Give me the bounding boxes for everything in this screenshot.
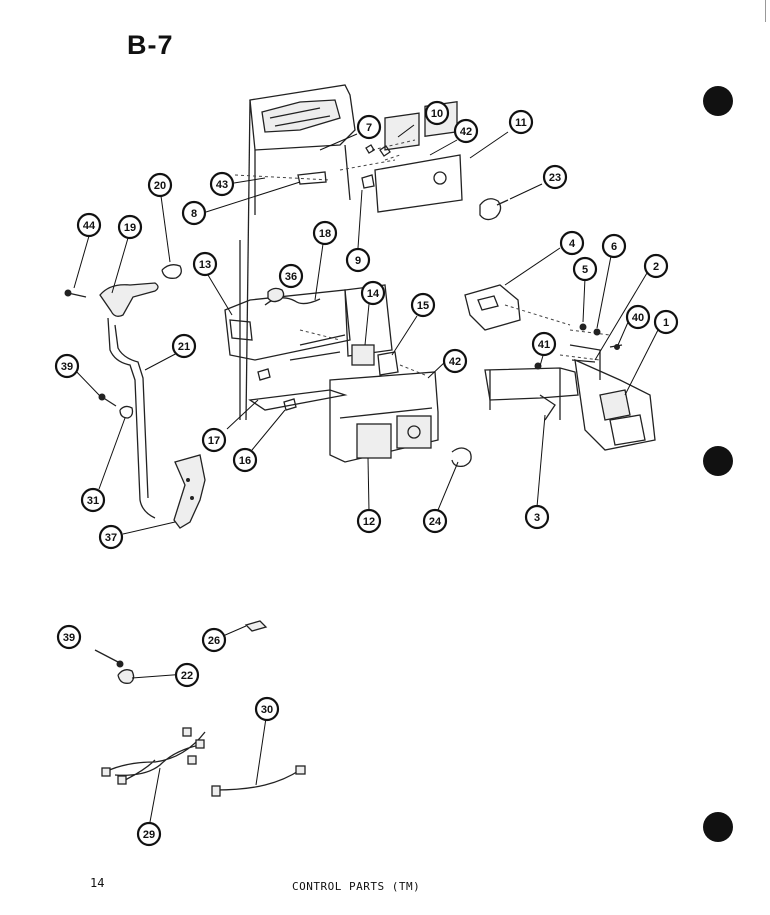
svg-text:29: 29 — [143, 829, 155, 841]
callout-19: 19 — [117, 214, 143, 240]
svg-text:19: 19 — [124, 222, 136, 234]
callout-22: 22 — [174, 662, 200, 688]
svg-text:21: 21 — [178, 341, 190, 353]
callout-24: 24 — [422, 508, 448, 534]
callout-18: 18 — [312, 220, 338, 246]
svg-text:17: 17 — [208, 435, 220, 447]
svg-text:18: 18 — [319, 228, 331, 240]
callout-20: 20 — [147, 172, 173, 198]
callout-16: 16 — [232, 447, 258, 473]
svg-text:26: 26 — [208, 635, 220, 647]
svg-text:9: 9 — [355, 255, 361, 267]
callout-2: 2 — [643, 253, 669, 279]
ring-24 — [451, 447, 472, 468]
callout-41: 41 — [531, 331, 557, 357]
callout-44: 44 — [76, 212, 102, 238]
callout-7: 7 — [356, 114, 382, 140]
page-number: 14 — [90, 876, 105, 890]
svg-text:22: 22 — [181, 670, 193, 682]
svg-text:24: 24 — [429, 516, 442, 528]
knob-23 — [479, 198, 509, 221]
svg-text:44: 44 — [83, 220, 96, 232]
callout-39b: 39 — [56, 624, 82, 650]
control-housing — [234, 84, 396, 421]
svg-text:10: 10 — [431, 108, 443, 120]
lower-switch-panel — [329, 371, 439, 463]
callout-30: 30 — [254, 696, 280, 722]
callout-43: 43 — [209, 171, 235, 197]
page-code: B-7 — [127, 30, 174, 60]
callout-29: 29 — [136, 821, 162, 847]
svg-text:14: 14 — [367, 288, 380, 300]
svg-text:42: 42 — [460, 126, 472, 138]
callout-42b: 42 — [442, 348, 468, 374]
svg-text:39: 39 — [61, 361, 73, 373]
callout-8: 8 — [181, 200, 207, 226]
middle-assembly — [224, 284, 426, 411]
callout-42: 42 — [453, 118, 479, 144]
binder-hole — [703, 446, 733, 476]
callout-13: 13 — [192, 251, 218, 277]
callout-1: 1 — [653, 309, 679, 335]
svg-text:40: 40 — [632, 312, 644, 324]
lever-assembly — [64, 264, 206, 529]
callout-21: 21 — [171, 333, 197, 359]
right-frame-assembly — [484, 323, 656, 451]
callout-9: 9 — [345, 247, 371, 273]
bracket-4 — [464, 284, 571, 331]
svg-text:4: 4 — [569, 238, 576, 250]
svg-text:36: 36 — [285, 271, 297, 283]
svg-text:7: 7 — [366, 122, 372, 134]
binder-hole — [703, 86, 733, 116]
callout-40: 40 — [625, 304, 651, 330]
page-edge-mark — [765, 0, 766, 22]
callout-4: 4 — [559, 230, 585, 256]
callout-11: 11 — [508, 109, 534, 135]
callout-37: 37 — [98, 524, 124, 550]
callout-14: 14 — [360, 280, 386, 306]
svg-text:37: 37 — [105, 532, 117, 544]
svg-text:3: 3 — [534, 512, 540, 524]
loose-parts — [94, 620, 306, 797]
callout-17: 17 — [201, 427, 227, 453]
svg-text:30: 30 — [261, 704, 273, 716]
svg-text:2: 2 — [653, 261, 659, 273]
leader-lines — [72, 124, 661, 823]
svg-text:15: 15 — [417, 300, 429, 312]
callout-23: 23 — [542, 164, 568, 190]
svg-text:5: 5 — [582, 264, 588, 276]
callout-10: 10 — [424, 100, 450, 126]
svg-text:39: 39 — [63, 632, 75, 644]
svg-text:8: 8 — [191, 208, 197, 220]
callout-5: 5 — [572, 256, 598, 282]
svg-text:41: 41 — [538, 339, 550, 351]
svg-text:11: 11 — [515, 117, 527, 129]
binder-hole — [703, 812, 733, 842]
svg-text:42: 42 — [449, 356, 461, 368]
callout-6: 6 — [601, 233, 627, 259]
section-title: CONTROL PARTS (TM) — [292, 880, 421, 893]
svg-text:6: 6 — [611, 241, 617, 253]
svg-text:23: 23 — [549, 172, 561, 184]
callout-3: 3 — [524, 504, 550, 530]
svg-text:1: 1 — [663, 317, 669, 329]
svg-text:20: 20 — [154, 180, 166, 192]
svg-text:13: 13 — [199, 259, 211, 271]
svg-text:16: 16 — [239, 455, 251, 467]
callout-36: 36 — [278, 263, 304, 289]
svg-text:12: 12 — [363, 516, 375, 528]
callout-15: 15 — [410, 292, 436, 318]
callout-12: 12 — [356, 508, 382, 534]
svg-text:43: 43 — [216, 179, 228, 191]
svg-text:31: 31 — [87, 495, 99, 507]
callout-39: 39 — [54, 353, 80, 379]
callout-26: 26 — [201, 627, 227, 653]
callout-31: 31 — [80, 487, 106, 513]
